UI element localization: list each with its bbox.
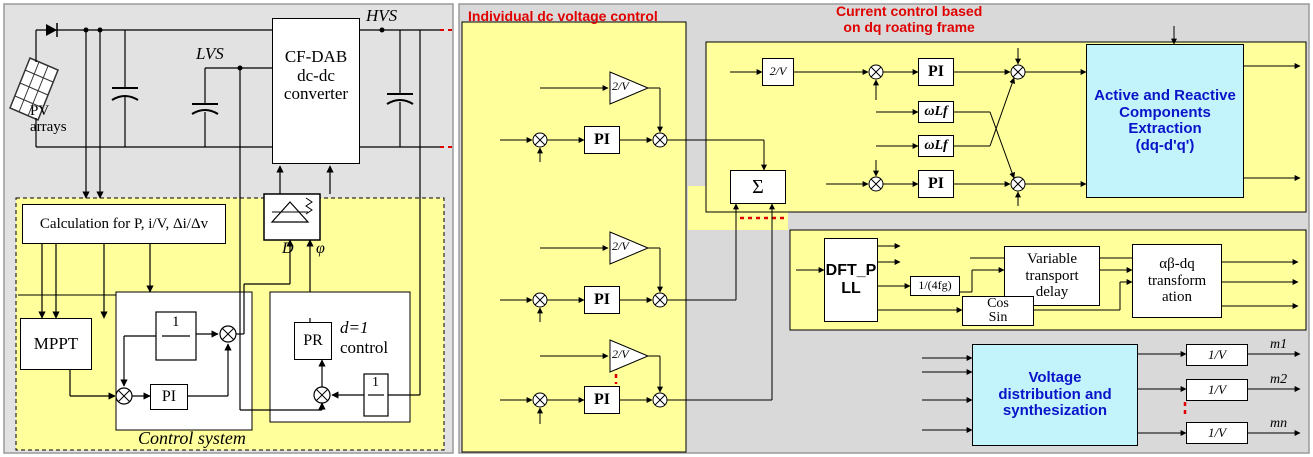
cos-sin-block: Cos Sin bbox=[962, 296, 1034, 326]
mppt-block: MPPT bbox=[20, 318, 92, 370]
inv-v-1: 1/V bbox=[1186, 344, 1248, 366]
m2-label: m2 bbox=[1270, 372, 1288, 387]
modulation-block bbox=[263, 193, 321, 241]
control-system-label: Control system bbox=[138, 428, 246, 448]
sigma-block: Σ bbox=[730, 170, 786, 204]
gain-label-n: 2/V bbox=[612, 347, 629, 361]
title-current-control: Current control based on dq roating fram… bbox=[836, 3, 983, 36]
individual-dc-panel bbox=[461, 21, 687, 453]
sum-q1 bbox=[868, 64, 884, 80]
synth-block: Voltage distribution and synthesization bbox=[972, 344, 1138, 446]
m1-label: m1 bbox=[1270, 337, 1288, 352]
pi-dc-1: PI bbox=[584, 126, 620, 154]
gain-2v-block: 2/V bbox=[762, 58, 794, 86]
omega-lf-1: ωLf bbox=[918, 101, 954, 123]
inv-v-n: 1/V bbox=[1186, 422, 1248, 444]
title-individual-dc: Individual dc voltage control bbox=[468, 8, 658, 24]
d-control-label-2: control bbox=[340, 338, 389, 357]
pi-block-left: PI bbox=[150, 384, 188, 410]
pi-dc-n: PI bbox=[584, 386, 620, 414]
sum-2 bbox=[652, 132, 668, 148]
gain-label-1: 2/V bbox=[612, 79, 629, 93]
sum-1 bbox=[532, 132, 548, 148]
sum-d2 bbox=[1010, 176, 1026, 192]
sum-junction-left-1 bbox=[115, 387, 133, 405]
sum-q2 bbox=[1010, 64, 1026, 80]
fraction-lv-numerator: 1 bbox=[172, 314, 180, 330]
omega-lf-2: ωLf bbox=[918, 135, 954, 157]
mn-label: mn bbox=[1270, 416, 1288, 431]
sum-junction-left-3 bbox=[313, 386, 331, 404]
pv-arrays-label: PV arrays bbox=[30, 103, 67, 135]
sum-6 bbox=[652, 392, 668, 408]
inv-v-2: 1/V bbox=[1186, 379, 1248, 401]
fraction-n-numerator: 1 bbox=[372, 375, 379, 390]
sum-4 bbox=[652, 292, 668, 308]
gain-label-2: 2/V bbox=[612, 239, 629, 253]
pi-d-block: PI bbox=[918, 170, 954, 198]
converter-block: CF-DAB dc-dc converter bbox=[272, 18, 360, 164]
sum-5 bbox=[532, 392, 548, 408]
dft-pll-block: DFT_P LL bbox=[824, 238, 878, 322]
lvs-label: LVS bbox=[196, 44, 224, 63]
calc-block: Calculation for P, i/V, Δi/Δv bbox=[22, 204, 226, 244]
sum-junction-left-2 bbox=[219, 325, 237, 343]
hvs-label: HVS bbox=[366, 6, 398, 25]
quarter-delay-block: 1/(4fg) bbox=[910, 276, 960, 296]
d-control-label: d=1 bbox=[340, 318, 369, 337]
pr-block: PR bbox=[294, 322, 332, 360]
diode-icon bbox=[46, 24, 57, 36]
phi-label: φ bbox=[316, 240, 325, 257]
pv-panel-icon bbox=[9, 57, 59, 121]
sum-3 bbox=[532, 292, 548, 308]
pi-q-block: PI bbox=[918, 58, 954, 86]
d-label: D bbox=[282, 240, 294, 257]
ab-dq-block: αβ-dq transform ation bbox=[1132, 244, 1222, 318]
pi-dc-2: PI bbox=[584, 286, 620, 314]
sum-d1 bbox=[868, 176, 884, 192]
extraction-block: Active and Reactive Components Extractio… bbox=[1086, 44, 1244, 198]
